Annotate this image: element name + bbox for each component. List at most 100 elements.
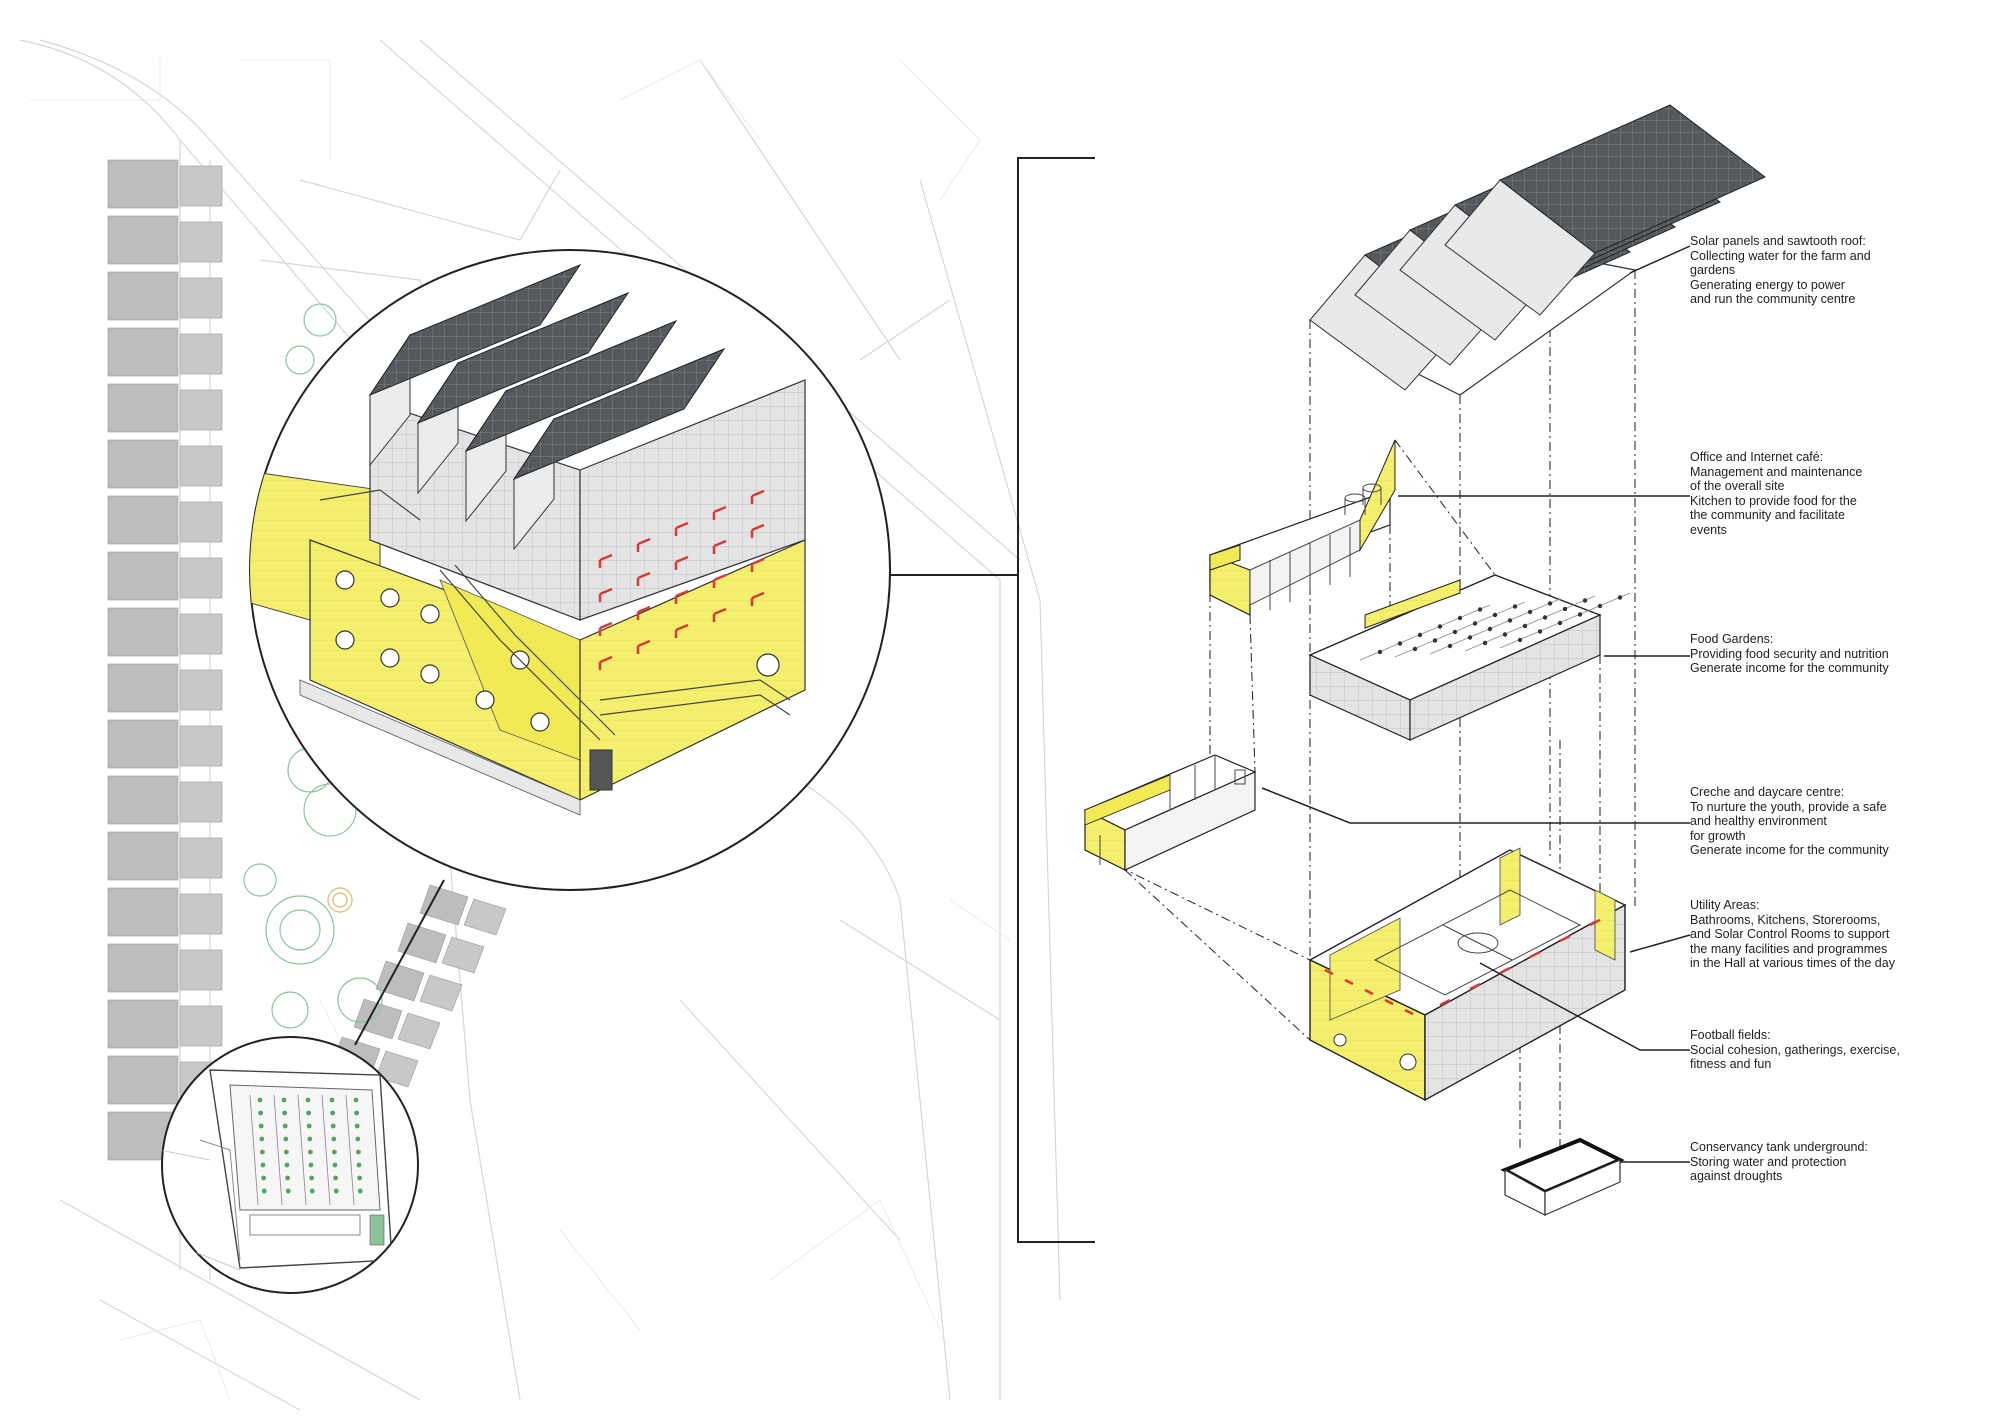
plant-marker <box>1597 603 1603 609</box>
housing-block <box>179 445 223 487</box>
plan-planting-dot <box>309 1188 315 1194</box>
plant-marker <box>1557 620 1563 626</box>
red-frame-accent <box>1499 966 1511 975</box>
solar-panel <box>416 291 630 425</box>
plan-planting-dot <box>261 1175 266 1181</box>
red-frame-accent <box>636 639 651 654</box>
leader-lines <box>1261 245 1691 1163</box>
plant-marker <box>1377 649 1383 655</box>
annotation-conservancy-tank: Conservancy tank underground: Storing wa… <box>1690 1140 1868 1183</box>
plan-planting-dot <box>353 1097 359 1103</box>
plant-marker <box>1412 646 1418 652</box>
red-frame-accent <box>1324 968 1334 976</box>
red-frame-accent <box>1439 998 1451 1007</box>
plant-marker <box>1457 615 1463 621</box>
plan-planting-dot <box>333 1188 339 1194</box>
plant-marker <box>1617 595 1623 600</box>
porthole-window <box>530 712 550 732</box>
plan-planting-dot <box>281 1097 287 1103</box>
housing-block <box>353 998 403 1040</box>
housing-block <box>107 1055 179 1105</box>
plant-marker <box>1432 638 1438 643</box>
red-frame-accent <box>712 573 727 588</box>
red-frame-accent <box>674 521 689 536</box>
housing-block <box>107 159 179 209</box>
plan-planting-dot <box>356 1162 362 1168</box>
plant-marker <box>1452 629 1458 635</box>
housing-block <box>463 898 507 936</box>
plant-marker <box>1397 641 1403 646</box>
plant-marker <box>1482 640 1488 646</box>
plan-planting-dot <box>260 1162 266 1168</box>
plan-planting-dot <box>282 1123 288 1129</box>
plan-planting-dot <box>258 1123 264 1129</box>
food-garden-component <box>1308 574 1631 741</box>
plant-marker <box>1477 607 1483 612</box>
plan-row <box>273 1094 283 1206</box>
plan-row <box>297 1094 307 1206</box>
housing-blocks-left <box>107 159 223 1161</box>
plant-marker <box>1522 623 1528 629</box>
annotation-football-fields: Football fields: Social cohesion, gather… <box>1690 1028 1900 1071</box>
housing-block <box>179 221 223 263</box>
plan-planting-dot <box>354 1110 359 1116</box>
annotation-creche: Creche and daycare centre: To nurture th… <box>1690 785 1889 857</box>
housing-block <box>179 333 223 375</box>
porthole-window <box>380 588 400 608</box>
porthole-window <box>380 648 400 668</box>
housing-block <box>107 215 179 265</box>
projection-line <box>1249 614 1256 773</box>
red-frame-accent <box>712 505 727 520</box>
plan-planting-dot <box>284 1149 289 1155</box>
plan-planting-dot <box>282 1110 287 1116</box>
plant-marker <box>1547 601 1553 606</box>
plan-planting-dot <box>330 1110 335 1116</box>
plant-marker <box>1582 598 1588 603</box>
plant-marker <box>1512 604 1518 609</box>
solar-panel <box>1499 104 1766 254</box>
housing-block <box>107 551 179 601</box>
red-frame-accent <box>674 555 689 570</box>
plan-planting-dot <box>331 1136 337 1142</box>
housing-block <box>179 501 223 543</box>
housing-block <box>179 893 223 935</box>
annotation-solar-roof: Solar panels and sawtooth roof: Collecti… <box>1690 234 1871 306</box>
conservancy-tank-component <box>1500 1137 1625 1216</box>
red-frame-accent <box>636 537 651 552</box>
red-frame-accent <box>750 523 765 538</box>
plant-marker <box>1502 632 1508 637</box>
red-frame-accent <box>598 621 613 636</box>
housing-block <box>179 949 223 991</box>
plant-marker <box>1417 632 1423 638</box>
projection-line <box>1124 869 1311 1041</box>
plant-marker <box>1517 637 1523 643</box>
housing-block <box>179 389 223 431</box>
housing-block <box>375 1050 419 1088</box>
projection-line <box>1394 439 1496 576</box>
housing-block <box>107 943 179 993</box>
plan-planting-dot <box>307 1136 313 1142</box>
red-frame-accent <box>750 557 765 572</box>
red-frame-accent <box>712 607 727 622</box>
housing-block <box>107 607 179 657</box>
red-frame-accent <box>1529 950 1541 959</box>
plan-planting-dot <box>306 1123 312 1129</box>
site-map-thin-lines <box>30 59 1011 1401</box>
housing-block <box>107 719 179 769</box>
plan-planting-dot <box>308 1162 314 1168</box>
axonometric-building <box>250 263 806 816</box>
housing-block <box>397 922 447 964</box>
housing-block <box>107 887 179 937</box>
plan-planting-dot <box>309 1175 314 1181</box>
plan-planting-dot <box>355 1136 361 1142</box>
housing-block <box>375 960 425 1002</box>
plan-row <box>249 1094 259 1206</box>
plan-planting-dot <box>357 1188 363 1194</box>
housing-block <box>107 383 179 433</box>
red-frame-accent <box>1404 1008 1414 1016</box>
plant-marker <box>1492 612 1498 618</box>
office-component <box>1209 439 1396 616</box>
plant-marker <box>1562 606 1568 612</box>
housing-block <box>179 725 223 767</box>
